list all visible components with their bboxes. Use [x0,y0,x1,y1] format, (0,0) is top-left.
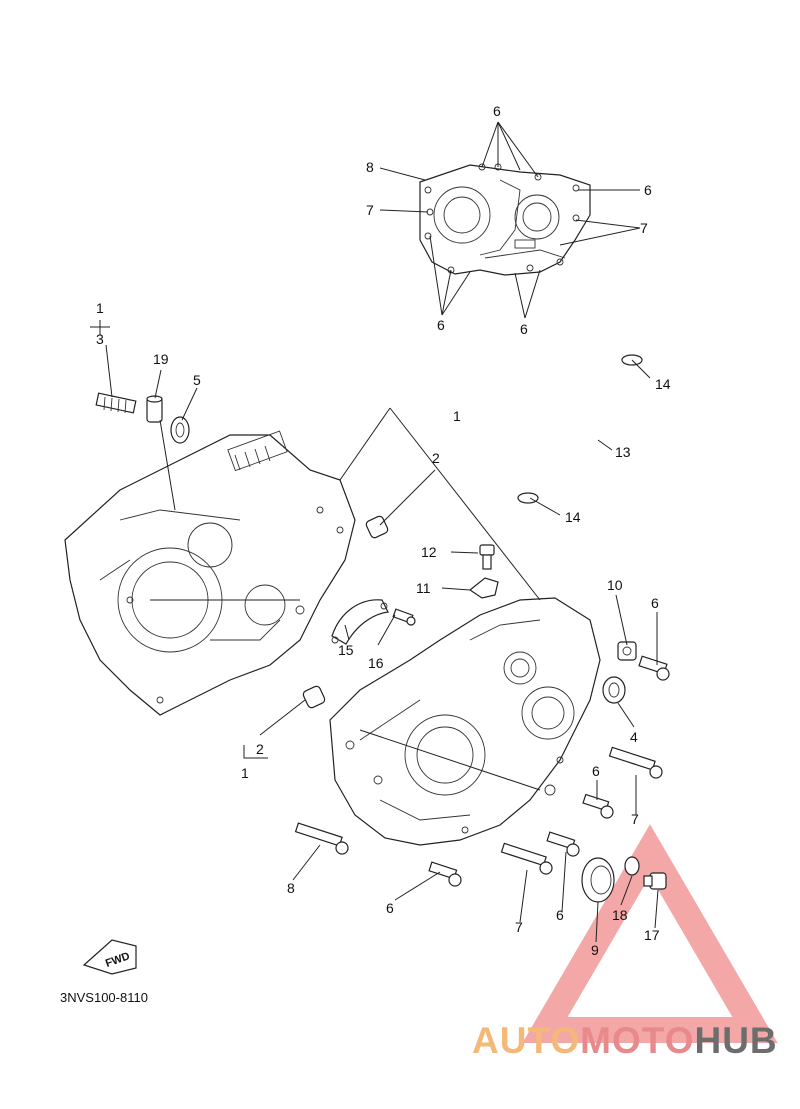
callout-11: 11 [416,580,431,596]
callout-6: 6 [437,317,445,333]
callout-15: 15 [338,642,354,658]
callout-1: 1 [241,765,249,781]
bolt-6-short [582,793,614,819]
callout-4: 4 [630,729,638,745]
callout-8: 8 [287,880,295,896]
fwd-arrow-icon: FWD [82,939,137,975]
washer-18 [624,856,640,876]
seal-9 [581,857,615,903]
plate-15 [331,599,389,645]
callout-3: 3 [96,331,104,347]
crankcase-gasket-view [419,163,591,276]
dowel-2-lower [302,685,326,709]
callout-2: 2 [256,741,264,757]
callout-6: 6 [592,763,600,779]
callout-16: 16 [368,655,384,671]
bolt-6-right [638,655,670,681]
callout-12: 12 [421,544,437,560]
hose-clip-14-lower [517,492,539,504]
diagram-code: 3NVS100-8110 [60,990,148,1005]
bolt-8-lower [294,822,349,855]
watermark-moto: MOTO [580,1020,695,1061]
watermark-logo [522,824,778,1043]
holder-10 [617,641,637,661]
small-parts: FWD [82,354,670,975]
callout-14: 14 [655,376,671,392]
callout-5: 5 [193,372,201,388]
oil-seal-5 [170,416,190,444]
drain-plug-17 [643,872,667,890]
callout-14: 14 [565,509,581,525]
bolt-7-right [608,746,663,779]
callout-8: 8 [366,159,374,175]
top-leaders [379,121,641,319]
bolt-6-lower [428,861,462,887]
callout-7: 7 [366,202,374,218]
bolt-6-middle [546,831,580,857]
bolt-12 [479,544,495,570]
breather-hose-13 [526,367,632,499]
callout-6: 6 [386,900,394,916]
callout-6: 6 [556,907,564,923]
stud-pin [95,392,137,414]
watermark-auto: AUTO [472,1020,581,1061]
oil-seal-4 [602,676,626,704]
screw-16 [392,608,416,626]
callout-1: 1 [96,300,104,316]
callout-10: 10 [607,577,623,593]
watermark-hub: HUB [694,1020,778,1061]
callout-1: 1 [453,408,461,424]
callout-6: 6 [520,321,528,337]
callout-labels: 6 8 6 7 7 6 6 1 3 19 5 14 13 1 2 14 12 1… [96,103,671,958]
left-crankcase [64,430,356,716]
callout-17: 17 [644,927,660,943]
callout-7: 7 [640,220,648,236]
collar-19 [146,395,163,423]
callout-13: 13 [615,444,631,460]
callout-7: 7 [631,811,639,827]
clamp-11 [468,577,499,599]
callout-7: 7 [515,919,523,935]
callout-9: 9 [591,942,599,958]
bolt-7-lower [500,842,553,875]
right-crankcase [329,597,601,846]
callout-6: 6 [651,595,659,611]
callout-19: 19 [153,351,169,367]
callout-6: 6 [493,103,501,119]
callout-6: 6 [644,182,652,198]
callout-2: 2 [432,450,440,466]
callout-18: 18 [612,907,628,923]
main-leaders [90,320,659,943]
watermark-text: AUTOMOTOHUB [472,1020,778,1062]
dowel-2-upper [365,515,389,539]
